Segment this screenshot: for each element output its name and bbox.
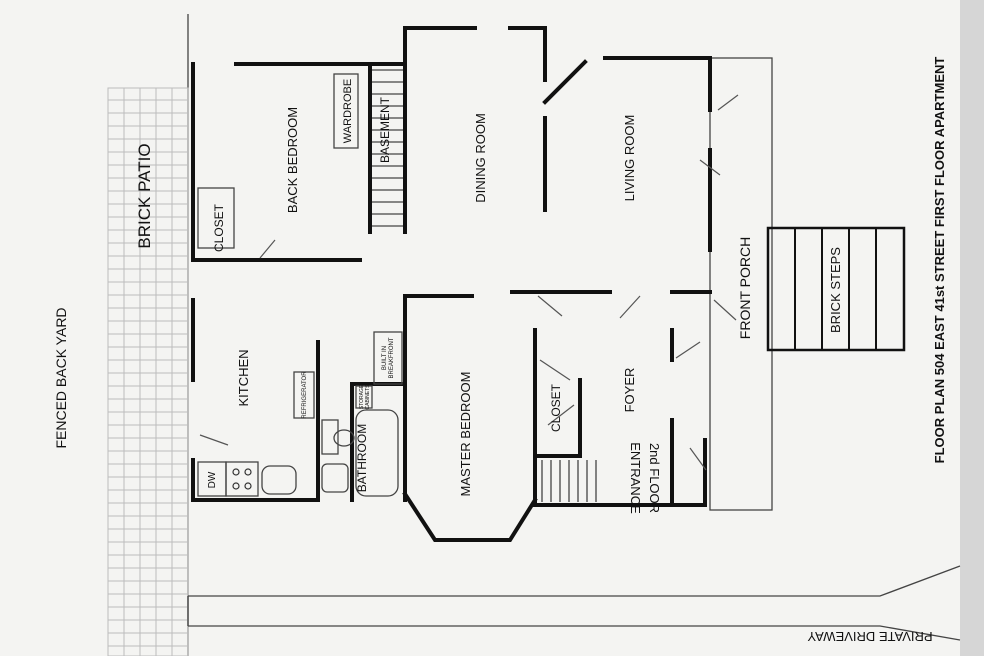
fenced-back-yard-label: FENCED BACK YARD bbox=[53, 307, 69, 448]
back-bedroom-label: BACK BEDROOM bbox=[285, 107, 300, 213]
front-porch-label: FRONT PORCH bbox=[737, 237, 753, 339]
living-room-label: LIVING ROOM bbox=[622, 115, 637, 202]
plan-title: FLOOR PLAN 504 EAST 41st STREET FIRST FL… bbox=[932, 57, 947, 464]
built-in-label-line1: BUILT IN bbox=[382, 346, 388, 370]
storage-label-line2: CABINETS bbox=[365, 384, 371, 410]
built-in-label-line2: BREAKFRONT bbox=[389, 337, 395, 378]
private-driveway-label: PRIVATE DRIVEWAY bbox=[807, 629, 933, 644]
closet-master-label: CLOSET bbox=[549, 383, 563, 432]
wardrobe-label: WARDROBE bbox=[342, 79, 354, 143]
second-floor-label-line1: 2nd FLOOR bbox=[647, 443, 662, 513]
storage-label-line1: STORAGE bbox=[359, 384, 365, 409]
bathroom-label: BATHROOM bbox=[355, 424, 369, 492]
closet-back-label: CLOSET bbox=[212, 203, 226, 252]
interior-details bbox=[197, 69, 739, 502]
dining-room-label: DINING ROOM bbox=[473, 113, 488, 203]
brick-steps-label: BRICK STEPS bbox=[828, 247, 843, 333]
brick-patio-label: BRICK PATIO bbox=[135, 143, 154, 248]
paper-sheet bbox=[0, 0, 960, 656]
paper-edge-shadow bbox=[960, 0, 984, 656]
front-porch-outline bbox=[709, 57, 773, 511]
master-bedroom-label: MASTER BEDROOM bbox=[458, 372, 473, 497]
private-driveway bbox=[187, 565, 961, 641]
dishwasher-label: DW bbox=[207, 471, 218, 488]
second-floor-label-line2: ENTRANCE bbox=[628, 442, 643, 514]
brick-steps bbox=[766, 226, 906, 352]
walls bbox=[191, 26, 712, 542]
brick-patio-grid bbox=[107, 87, 189, 656]
refrigerator-label: REFRIGERATOR bbox=[302, 371, 308, 419]
basement-label: BASEMENT bbox=[378, 96, 392, 163]
labels: FENCED BACK YARD BRICK PATIO PRIVATE DRI… bbox=[53, 57, 947, 644]
kitchen-label: KITCHEN bbox=[236, 349, 251, 406]
foyer-label: FOYER bbox=[622, 368, 637, 413]
